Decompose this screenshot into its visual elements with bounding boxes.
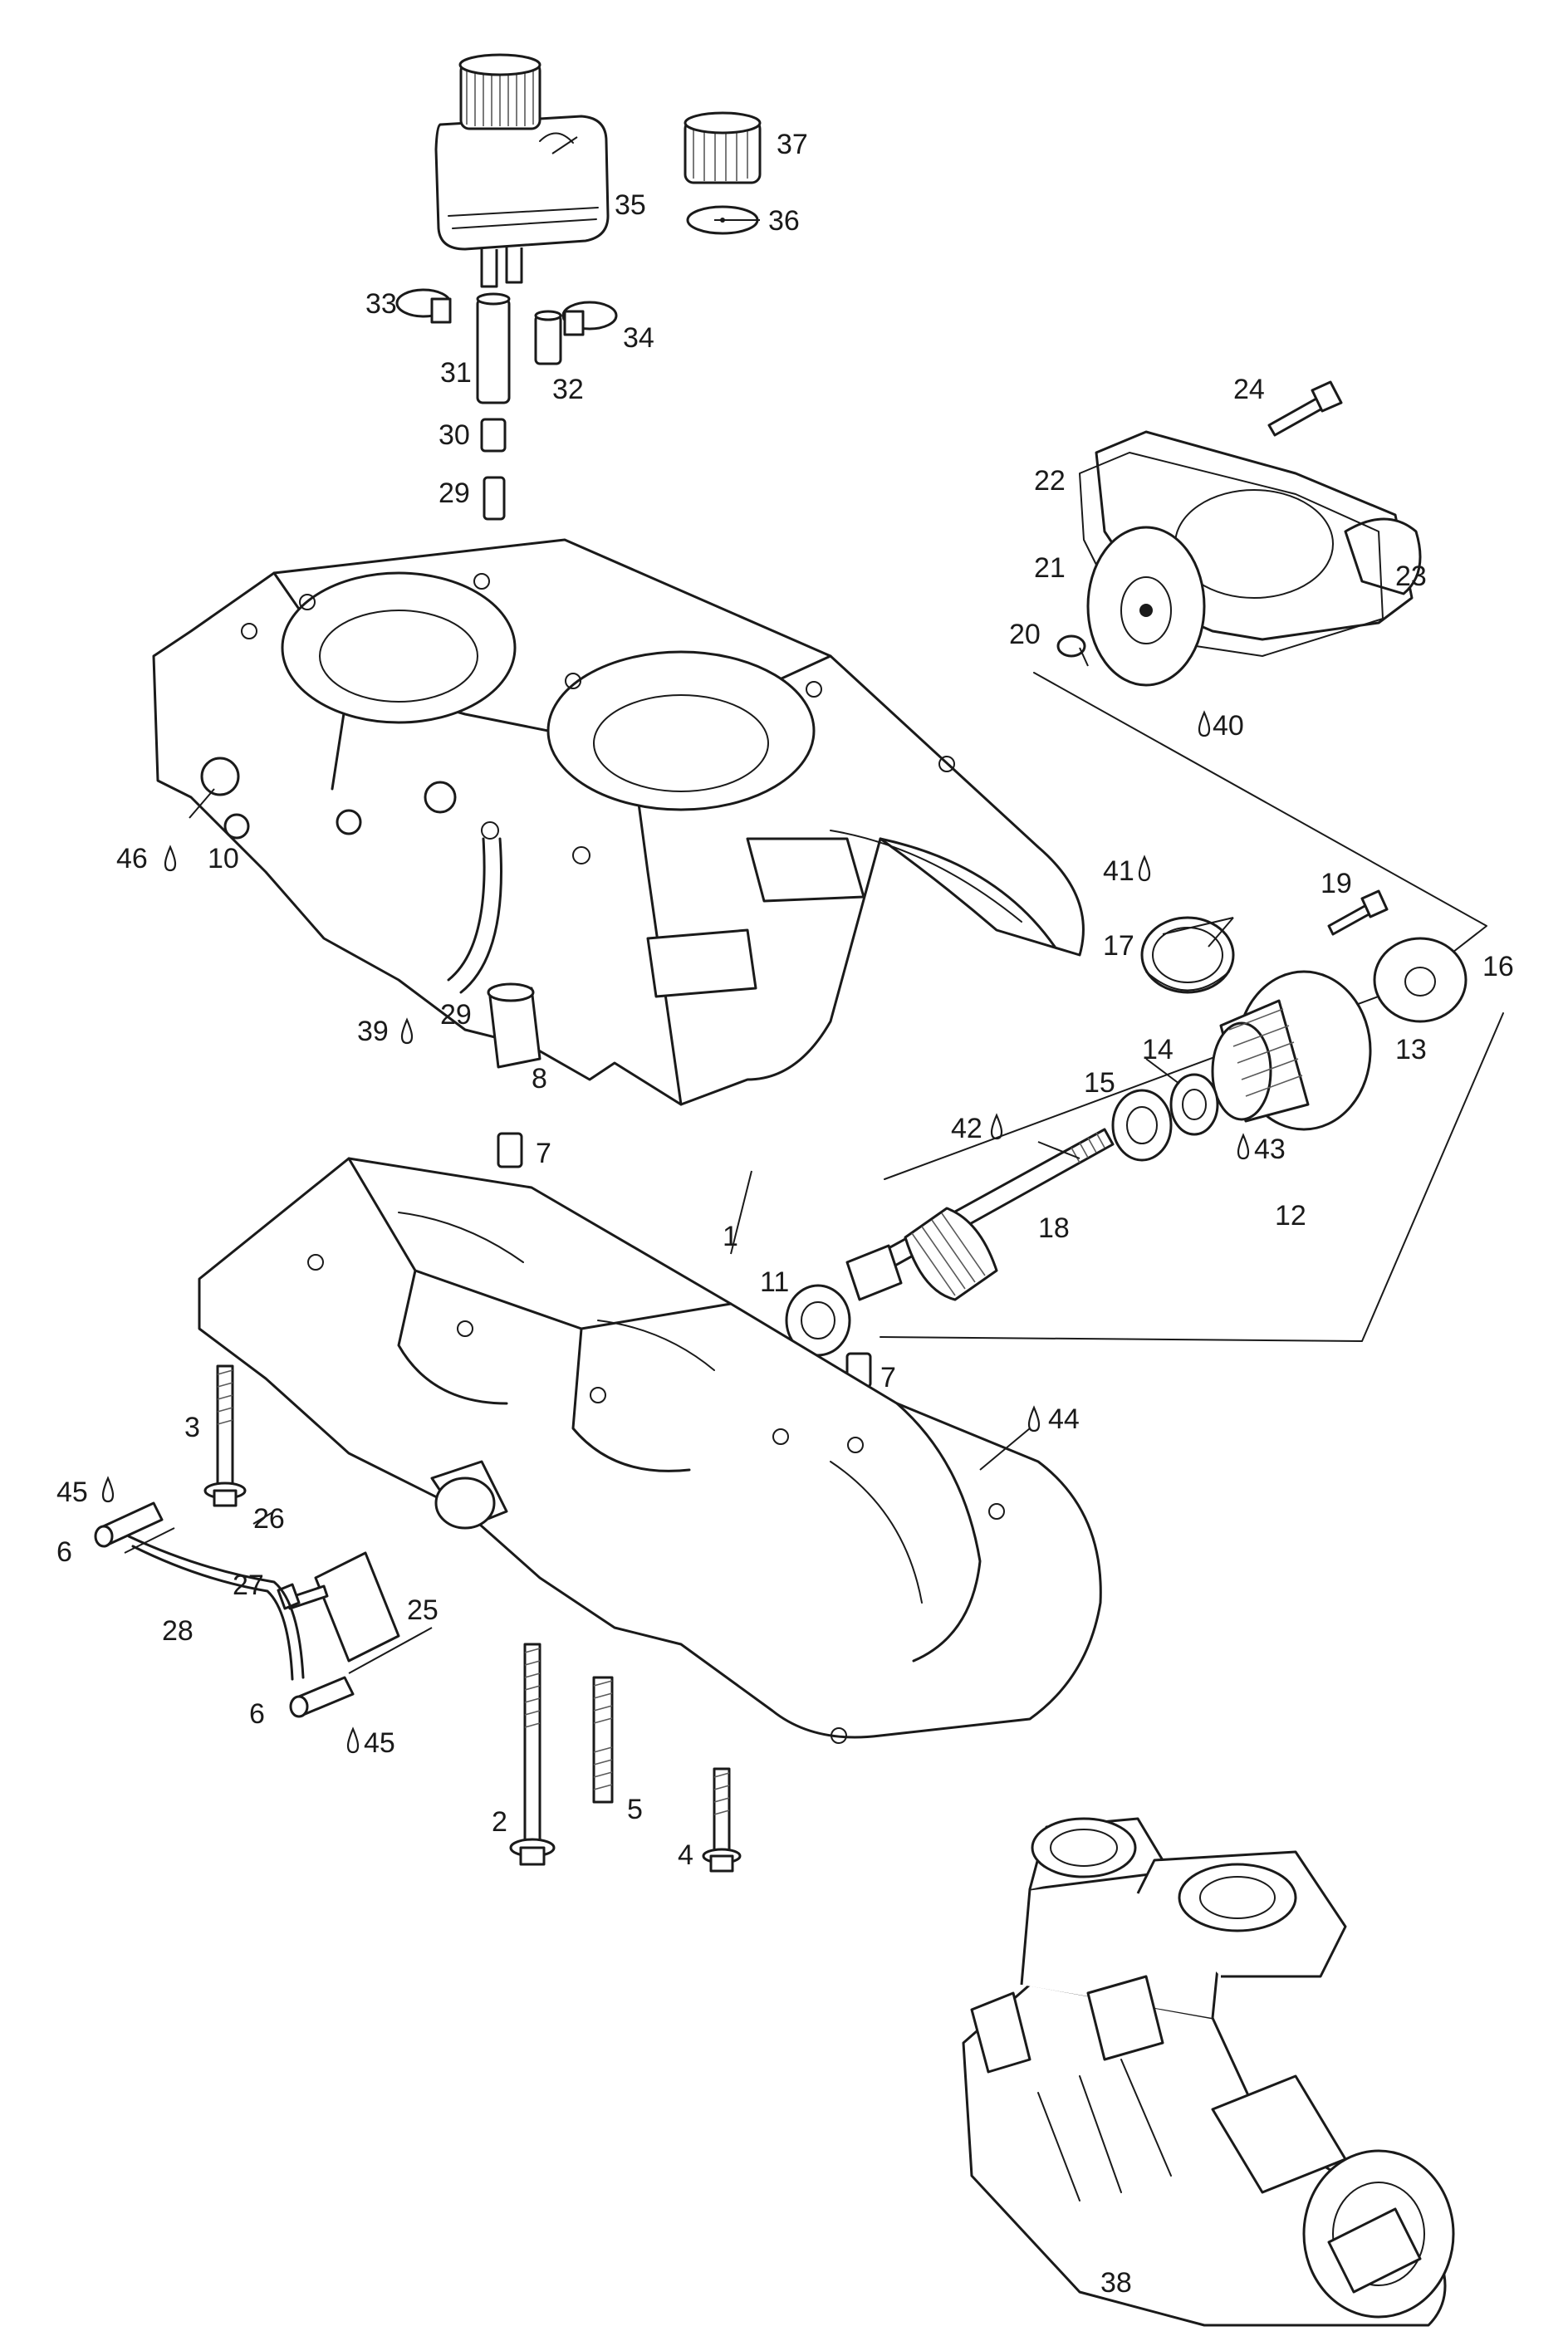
callout-45-upper: 45 — [56, 1477, 88, 1508]
callout-12: 12 — [1275, 1200, 1306, 1232]
callout-24: 24 — [1233, 374, 1265, 405]
hose-28 — [127, 1535, 305, 1681]
washer-20 — [1056, 634, 1086, 658]
callout-19: 19 — [1321, 868, 1352, 899]
callout-4: 4 — [678, 1839, 693, 1871]
callout-14: 14 — [1142, 1034, 1174, 1065]
seal-8 — [487, 982, 541, 1069]
callout-30: 30 — [439, 419, 470, 451]
seal-14 — [1169, 1073, 1219, 1136]
callout-labels: 37 35 36 33 34 31 32 30 29 24 22 21 23 2… — [56, 129, 1514, 2299]
droplet-icon — [101, 710, 1250, 1754]
dowel-7-upper — [497, 1132, 523, 1168]
callout-31: 31 — [440, 357, 472, 389]
callout-28: 28 — [162, 1615, 194, 1647]
callout-36: 36 — [768, 205, 800, 237]
callout-5: 5 — [627, 1794, 643, 1825]
hose-29-lower — [447, 837, 502, 994]
assembled-engine-38 — [962, 1817, 1455, 2327]
screw-24 — [1267, 380, 1343, 437]
callout-33: 33 — [365, 288, 397, 320]
callout-42: 42 — [951, 1113, 982, 1144]
callout-45-lower: 45 — [364, 1727, 395, 1759]
cap-37 — [684, 111, 762, 184]
callout-2: 2 — [492, 1806, 507, 1838]
callout-32: 32 — [552, 374, 584, 405]
upper-crankcase-half — [152, 538, 1085, 1106]
callout-18: 18 — [1038, 1212, 1070, 1244]
hose-clamp-34 — [561, 301, 618, 336]
callout-40: 40 — [1213, 710, 1244, 742]
callout-46: 46 — [116, 843, 148, 874]
callout-7-lower: 7 — [880, 1362, 896, 1393]
callout-6-upper: 6 — [56, 1536, 72, 1568]
callout-44: 44 — [1048, 1403, 1080, 1435]
callout-43: 43 — [1254, 1134, 1286, 1165]
callout-26: 26 — [253, 1503, 285, 1535]
callout-1: 1 — [723, 1221, 738, 1252]
callout-11: 11 — [760, 1266, 789, 1298]
callout-39: 39 — [357, 1016, 389, 1047]
cover-16 — [1373, 937, 1468, 1023]
callout-25: 25 — [407, 1594, 439, 1626]
callout-6-lower: 6 — [249, 1698, 265, 1730]
stud-5 — [592, 1676, 614, 1804]
hose-clamp-33 — [395, 288, 452, 324]
bolt-2 — [509, 1643, 556, 1866]
oil-reservoir-35 — [434, 53, 610, 288]
callout-16: 16 — [1482, 951, 1514, 982]
lower-crankcase-half — [198, 1157, 1102, 1744]
callout-17: 17 — [1103, 930, 1134, 962]
bolt-4 — [702, 1767, 742, 1873]
callout-8: 8 — [532, 1063, 547, 1095]
impeller-21 — [1086, 526, 1206, 687]
bearing-15 — [1111, 1089, 1173, 1162]
callout-20: 20 — [1009, 619, 1041, 650]
callout-3: 3 — [184, 1412, 200, 1443]
screw-19 — [1327, 889, 1389, 936]
callout-29-lower: 29 — [440, 999, 472, 1031]
leader-lines — [124, 136, 1234, 1674]
callout-22: 22 — [1034, 465, 1066, 497]
callout-23: 23 — [1395, 561, 1427, 592]
callout-7-upper: 7 — [536, 1138, 551, 1169]
drive-shaft-18 — [845, 1128, 1115, 1301]
callout-10: 10 — [208, 843, 239, 874]
fitting-29 — [483, 476, 506, 521]
callout-37: 37 — [777, 129, 808, 160]
callout-29-upper: 29 — [439, 478, 470, 509]
callout-27: 27 — [233, 1570, 264, 1601]
callout-21: 21 — [1034, 552, 1066, 584]
cover-26 — [314, 1551, 400, 1663]
group-bracket-shaft — [880, 1012, 1504, 1342]
callout-38: 38 — [1100, 2267, 1132, 2299]
callout-34: 34 — [623, 322, 654, 354]
callout-41: 41 — [1103, 855, 1134, 887]
hose-31 — [476, 292, 511, 404]
bolt-3 — [203, 1364, 247, 1507]
bearing-housing-13 — [1211, 970, 1372, 1131]
callout-13: 13 — [1395, 1034, 1427, 1065]
fitting-6-upper — [94, 1501, 164, 1548]
fitting-6-lower — [289, 1676, 355, 1718]
hose-32 — [534, 310, 562, 365]
plug-10 — [223, 813, 250, 840]
callout-35: 35 — [615, 189, 646, 221]
fitting-30 — [480, 418, 507, 453]
callout-15: 15 — [1084, 1067, 1115, 1099]
